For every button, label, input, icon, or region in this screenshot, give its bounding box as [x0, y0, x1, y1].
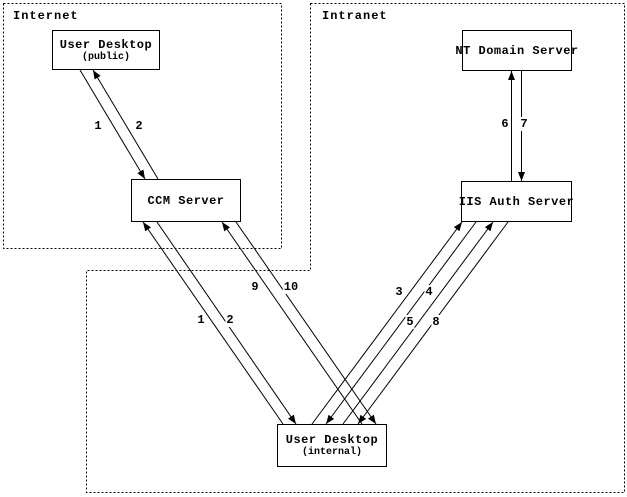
node-user-desktop-internal: User Desktop (internal) [277, 424, 387, 467]
flow-label-8-iis-internal: 8 [431, 315, 441, 329]
arrow-internal-to-iis-3 [311, 221, 463, 425]
node-title: IIS Auth Server [458, 194, 575, 209]
flow-label-6-iis-nt: 6 [500, 117, 510, 131]
flow-label-2-ccm-internal: 2 [225, 313, 235, 327]
arrow-public-to-ccm-1 [79, 69, 146, 180]
node-iis-auth-server: IIS Auth Server [458, 181, 575, 222]
node-subtitle: (public) [81, 51, 130, 63]
node-subtitle: (internal) [301, 447, 362, 458]
arrow-ccm-to-internal-10 [235, 221, 377, 425]
flow-label-10-ccm-internal: 10 [282, 280, 300, 294]
node-title: CCM Server [147, 193, 225, 208]
arrow-iis-to-internal-4 [325, 221, 477, 425]
node-user-desktop-public: User Desktop (public) [52, 30, 160, 70]
arrow-internal-to-ccm-9 [221, 221, 363, 425]
arrow-internal-to-iis-5 [342, 221, 494, 425]
flow-label-3-internal-iis: 3 [394, 285, 404, 299]
intranet-zone-border [86, 3, 625, 493]
node-ccm-server: CCM Server [131, 179, 241, 222]
flow-label-7-nt-iis: 7 [519, 117, 529, 131]
internet-zone-border [3, 3, 282, 249]
arrow-ccm-to-public-2 [92, 69, 159, 180]
node-title: User Desktop [59, 37, 153, 52]
flow-label-2-ccm-public: 2 [134, 119, 144, 133]
internet-zone-label: Internet [13, 9, 79, 23]
flow-label-1-internal-ccm: 1 [196, 313, 206, 327]
flow-label-5-internal-iis: 5 [405, 315, 415, 329]
node-title: NT Domain Server [455, 43, 579, 58]
flow-label-1-public-ccm: 1 [93, 119, 103, 133]
flow-label-9-internal-ccm: 9 [250, 280, 260, 294]
node-title: User Desktop [285, 433, 379, 447]
node-nt-domain-server: NT Domain Server [455, 30, 578, 71]
arrow-internal-to-ccm-1 [142, 221, 284, 425]
intranet-zone-label: Intranet [322, 9, 388, 23]
flow-label-4-iis-internal: 4 [424, 285, 434, 299]
